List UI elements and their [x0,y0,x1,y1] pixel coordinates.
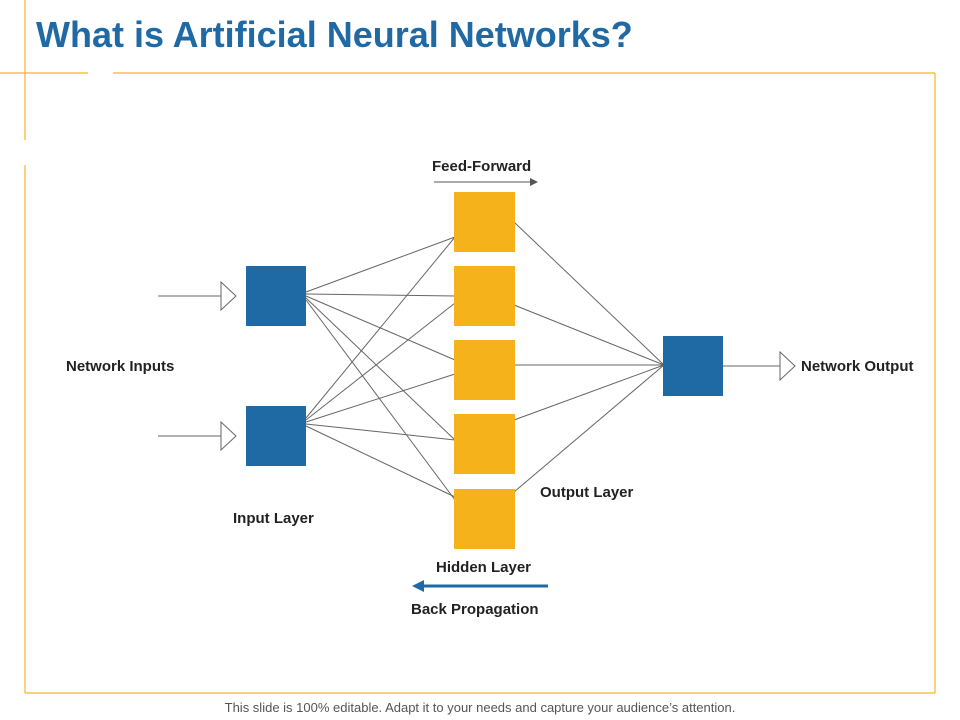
network-input-arrow-2 [158,420,237,452]
hidden-node-1 [454,192,515,252]
hidden-output-connections [513,221,665,493]
hidden-node-2 [454,266,515,326]
slide-frame [0,0,936,694]
network-input-arrow-1 [158,280,237,312]
slide-title: What is Artificial Neural Networks? [36,14,633,55]
hidden-node-5 [454,489,515,549]
feed-forward-label: Feed-Forward [432,158,532,175]
back-propagation-arrow [412,580,548,592]
feed-forward-arrow [434,178,538,186]
output-node [663,336,723,396]
output-layer-label: Output Layer [540,484,634,501]
input-hidden-connections [305,236,456,501]
footer-note: This slide is 100% editable. Adapt it to… [224,700,736,715]
network-output-label: Network Output [801,358,914,375]
back-propagation-label: Back Propagation [411,601,539,618]
network-output-arrow [723,350,796,382]
hidden-layer-label: Hidden Layer [436,559,532,576]
network-inputs-label: Network Inputs [66,358,175,375]
input-node-2 [246,406,306,466]
hidden-node-4 [454,414,515,474]
hidden-node-3 [454,340,515,400]
input-layer-label: Input Layer [233,510,314,527]
input-node-1 [246,266,306,326]
